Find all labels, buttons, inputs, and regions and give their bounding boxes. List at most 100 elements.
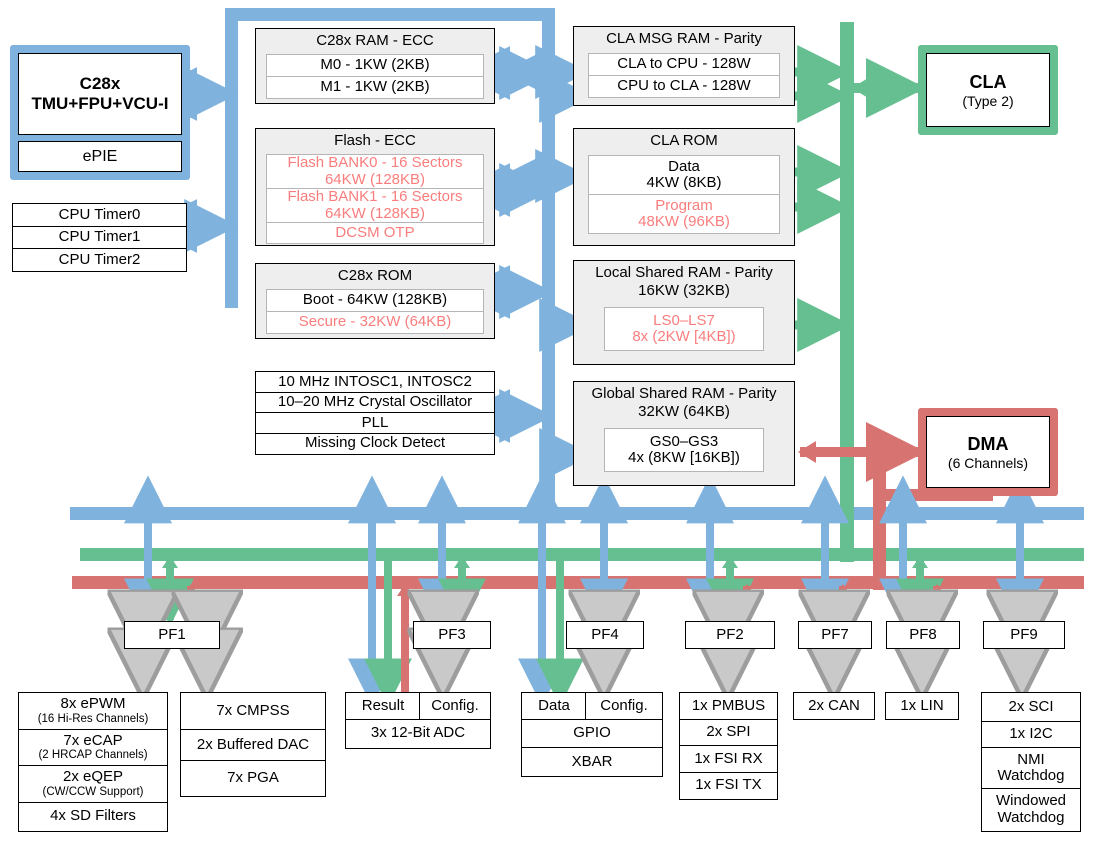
c28x-rom-boot[interactable]: Boot - 64KW (128KB) [266,289,484,312]
gpio-body[interactable]: GPIO [521,718,663,749]
c28x-ram-title: C28x RAM - ECC [316,32,434,49]
epwm-label: 8x ePWM [60,695,126,713]
i2c-block[interactable]: 1x I2C [981,720,1081,749]
clock-pll[interactable]: PLL [255,412,495,434]
clock-group: 10 MHz INTOSC1, INTOSC2 10–20 MHz Crysta… [255,371,495,455]
cla-to-cpu-label: CLA to CPU - 128W [617,55,751,73]
gpio-config-tab[interactable]: Config. [585,692,663,720]
pf7-box[interactable]: PF7 [798,621,872,649]
adc-result-tab[interactable]: Result [345,692,421,720]
pf1-box[interactable]: PF1 [124,621,220,649]
clock-intosc-label: 10 MHz INTOSC1, INTOSC2 [278,372,472,390]
flash-bank1[interactable]: Flash BANK1 - 16 Sectors 64KW (128KB) [266,188,484,223]
cpu-timer-2[interactable]: CPU Timer2 [12,248,187,272]
cla-title: CLA [969,71,1007,92]
clock-mcd[interactable]: Missing Clock Detect [255,432,495,455]
pf4-box[interactable]: PF4 [566,621,644,649]
ecap-block[interactable]: 7x eCAP (2 HRCAP Channels) [18,728,168,767]
pf9-box[interactable]: PF9 [983,621,1065,649]
spi-label: 2x SPI [706,723,751,741]
green-bus-horizontal [80,548,1084,561]
global-shared-ram-title2: 32KW (64KB) [638,403,730,420]
global-shared-ram-inner[interactable]: GS0–GS3 4x (8KW [16KB]) [604,428,764,472]
clock-pll-label: PLL [361,413,389,431]
ecap-sublabel: (2 HRCAP Channels) [38,749,148,762]
local-shared-ram-group: Local Shared RAM - Parity 16KW (32KB) LS… [573,260,795,365]
nmi-watchdog-block[interactable]: NMI Watchdog [981,747,1081,789]
sci-peripheral-group: 2x SCI 1x I2C NMI Watchdog Windowed Watc… [981,692,1081,832]
cla-to-cpu-row[interactable]: CLA to CPU - 128W [588,53,780,76]
flash-bank0-line2: 64KW (128KB) [324,170,426,188]
cpu-timer-1[interactable]: CPU Timer1 [12,225,187,250]
blue-bus-left-vertical [225,8,238,308]
lin-label: 1x LIN [900,696,944,714]
ecap-label: 7x eCAP [63,731,123,749]
cpu-timer-0[interactable]: CPU Timer0 [12,203,187,227]
red-bus-horizontal [72,576,1084,589]
cpu-to-cla-row[interactable]: CPU to CLA - 128W [588,75,780,98]
sdfilters-block[interactable]: 4x SD Filters [18,801,168,832]
c28x-ram-row-m0[interactable]: M0 - 1KW (2KB) [266,54,484,77]
pf3-box[interactable]: PF3 [413,621,491,649]
flash-dcsm-otp[interactable]: DCSM OTP [266,222,484,244]
blue-bus-right-vertical [542,8,555,520]
gs-range-label: GS0–GS3 [649,432,719,450]
windowed-watchdog-block[interactable]: Windowed Watchdog [981,787,1081,832]
pf2-box[interactable]: PF2 [685,621,775,649]
cla-msg-ram-title: CLA MSG RAM - Parity [606,30,762,47]
eqep-block[interactable]: 2x eQEP (CW/CCW Support) [18,765,168,803]
flash-bank0[interactable]: Flash BANK0 - 16 Sectors 64KW (128KB) [266,154,484,189]
sci-block[interactable]: 2x SCI [981,692,1081,722]
c28x-ram-group: C28x RAM - ECC M0 - 1KW (2KB) M1 - 1KW (… [255,28,495,104]
c28x-rom-title: C28x ROM [337,267,413,284]
can-block[interactable]: 2x CAN [793,692,875,720]
pga-block[interactable]: 7x PGA [180,760,326,797]
nmi-watchdog-label: NMI Watchdog [997,750,1065,784]
adc-result-label: Result [361,696,405,714]
clock-crystal-label: 10–20 MHz Crystal Oscillator [277,393,473,411]
fsirx-block[interactable]: 1x FSI RX [679,745,778,773]
gpio-label: GPIO [573,724,611,742]
adc-body[interactable]: 3x 12-Bit ADC [345,718,491,749]
ls-range-label: LS0–LS7 [653,311,715,329]
lin-block[interactable]: 1x LIN [885,692,959,720]
cmpss-block[interactable]: 7x CMPSS [180,692,326,730]
c28x-rom-group: C28x ROM Boot - 64KW (128KB) Secure - 32… [255,263,495,339]
pf8-box[interactable]: PF8 [886,621,960,649]
i2c-label: 1x I2C [1009,725,1053,743]
c28x-rom-secure[interactable]: Secure - 32KW (64KB) [266,311,484,334]
pf1-label: PF1 [158,625,186,643]
local-shared-ram-inner[interactable]: LS0–LS7 8x (2KW [4KB]) [604,307,764,351]
gpio-peripheral-group: Data Config. GPIO XBAR [521,692,663,777]
dma-block[interactable]: DMA (6 Channels) [926,416,1050,488]
cla-rom-data[interactable]: Data 4KW (8KB) [588,155,780,195]
cla-rom-title: CLA ROM [650,132,718,149]
xbar-body[interactable]: XBAR [521,747,663,777]
c28x-ram-m0-label: M0 - 1KW (2KB) [320,56,430,74]
cla-rom-data-line1: Data [668,157,700,175]
cla-rom-group: CLA ROM Data 4KW (8KB) Program 48KW (96K… [573,128,795,246]
gpio-data-tab[interactable]: Data [521,692,587,720]
epie-block[interactable]: ePIE [18,141,182,172]
dac-block[interactable]: 2x Buffered DAC [180,728,326,762]
pmbus-block[interactable]: 1x PMBUS [679,692,778,720]
epie-label: ePIE [82,147,118,165]
green-bus-vertical [840,22,854,562]
spi-block[interactable]: 2x SPI [679,718,778,747]
c28x-ram-row-m1[interactable]: M1 - 1KW (2KB) [266,76,484,99]
c28x-rom-boot-label: Boot - 64KW (128KB) [302,291,448,309]
clock-intosc[interactable]: 10 MHz INTOSC1, INTOSC2 [255,371,495,393]
fsitx-block[interactable]: 1x FSI TX [679,771,778,800]
flash-group: Flash - ECC Flash BANK0 - 16 Sectors 64K… [255,128,495,246]
lin-peripheral-group: 1x LIN [885,692,959,720]
clock-crystal[interactable]: 10–20 MHz Crystal Oscillator [255,391,495,414]
pwm-peripheral-group: 8x ePWM (16 Hi-Res Channels) 7x eCAP (2 … [18,692,168,832]
analog-peripheral-group: 7x CMPSS 2x Buffered DAC 7x PGA [180,692,326,797]
c28x-cpu-core[interactable]: C28x TMU+FPU+VCU-I [18,53,182,135]
epwm-block[interactable]: 8x ePWM (16 Hi-Res Channels) [18,692,168,730]
cla-rom-program[interactable]: Program 48KW (96KB) [588,194,780,234]
flash-dcsm-otp-label: DCSM OTP [335,223,415,241]
cla-block[interactable]: CLA (Type 2) [926,53,1050,127]
adc-config-tab[interactable]: Config. [419,692,491,720]
